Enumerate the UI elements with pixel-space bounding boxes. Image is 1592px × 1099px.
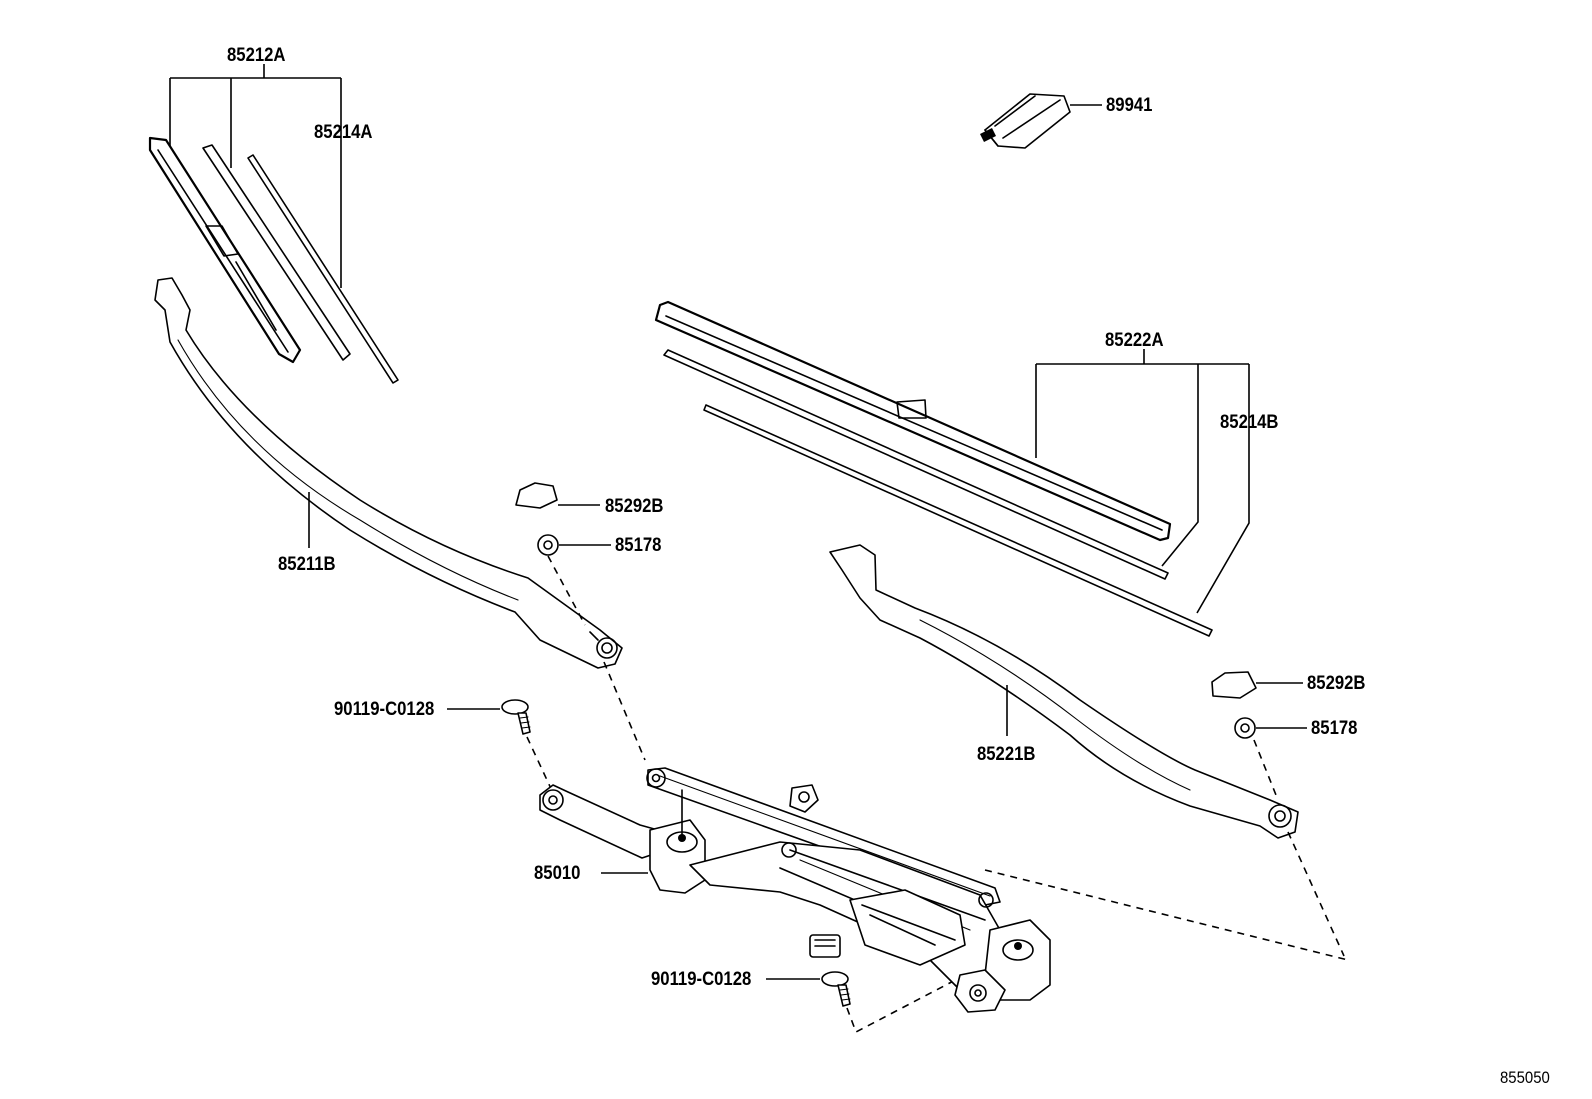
right-blade-rubber-insert (663, 349, 1169, 580)
label-85214A: 85214A (314, 121, 373, 142)
label-85211B: 85211B (278, 553, 336, 574)
bolt-top (501, 699, 531, 735)
rain-sensor (980, 93, 1071, 149)
right-arm-cap (1211, 671, 1257, 699)
left-wiper-arm (154, 277, 623, 669)
label-89941: 89941 (1106, 94, 1152, 115)
left-blade-refill (247, 154, 399, 384)
diagram-code: 855050 (1500, 1069, 1550, 1087)
left-wiper-blade (148, 136, 302, 364)
dashed-frame-to-right-pivot (984, 869, 1349, 961)
label-85292B-left: 85292B (605, 495, 664, 516)
label-85010: 85010 (534, 862, 580, 883)
left-arm-cap (515, 482, 558, 509)
label-85222A: 85222A (1105, 329, 1164, 350)
left-blade-rubber-insert (202, 144, 351, 361)
label-85212A: 85212A (227, 44, 286, 65)
label-90119-top: 90119-C0128 (334, 698, 434, 719)
label-85178-right: 85178 (1311, 717, 1357, 738)
right-arm-nut (1234, 717, 1256, 739)
bolt-bottom (821, 971, 851, 1007)
dashed-left-arm-to-pivot (547, 555, 646, 761)
right-wiper-blade (654, 300, 1172, 542)
label-85292B-right: 85292B (1307, 672, 1366, 693)
label-85214B: 85214B (1220, 411, 1279, 432)
dashed-right-arm-to-pivot (1253, 739, 1345, 957)
label-85178-left: 85178 (615, 534, 661, 555)
right-blade-refill (703, 404, 1213, 637)
right-wiper-arm (829, 544, 1299, 839)
left-arm-nut (537, 534, 559, 556)
leader-85222A (1035, 349, 1250, 614)
wiper-linkage-motor (539, 767, 1051, 1013)
label-85221B: 85221B (977, 743, 1036, 764)
dashed-bottom-bolt (846, 974, 966, 1034)
leader-85212A (169, 64, 342, 288)
label-90119-bottom: 90119-C0128 (651, 968, 751, 989)
